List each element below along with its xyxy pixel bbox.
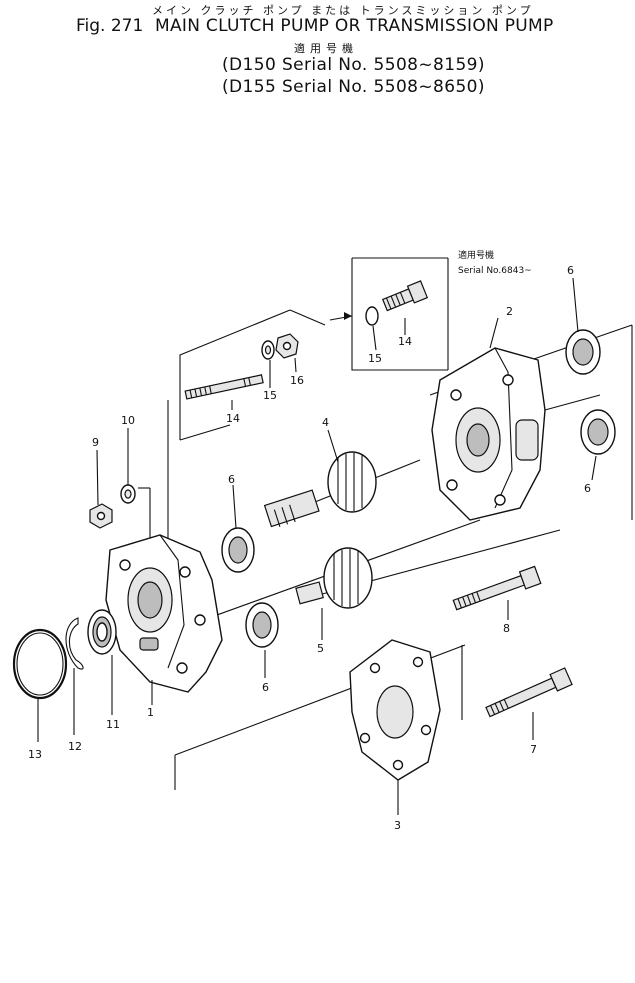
- needle-bearing-6d: [580, 409, 616, 455]
- callout-6b: 6: [262, 681, 269, 694]
- callout-4: 4: [322, 416, 329, 429]
- callout-6c: 6: [567, 264, 574, 277]
- callout-11: 11: [106, 718, 120, 731]
- callout-7: 7: [530, 743, 537, 756]
- bolt-8: [452, 565, 542, 611]
- bolt-7: [485, 667, 573, 718]
- callout-3: 3: [394, 819, 401, 832]
- callout-9: 9: [92, 436, 99, 449]
- inset-serial-note: Serial No.6843~: [458, 266, 532, 276]
- needle-bearing-6a: [221, 527, 255, 573]
- cover-plate-3: [349, 639, 441, 781]
- title-katakana: メイン クラッチ ポンプ または トランスミッション ポンプ: [152, 4, 534, 17]
- callout-14b: 14: [398, 335, 412, 348]
- serial-range-d155: (D155 Serial No. 5508~8650): [222, 77, 485, 97]
- o-ring-13: [12, 628, 68, 700]
- leader-lines: [37, 277, 597, 815]
- stud-bolt-14: [184, 374, 264, 400]
- figure-number: Fig. 271: [76, 16, 144, 36]
- serial-range-d150: (D150 Serial No. 5508~8159): [222, 55, 485, 75]
- callout-13: 13: [28, 748, 42, 761]
- callout-1: 1: [147, 706, 154, 719]
- callout-labels: 1 2 3 4 5 6 6 6 6 7 8 9 10 11 12 13 14 1…: [28, 264, 591, 832]
- callout-10: 10: [121, 414, 135, 427]
- callout-6a: 6: [228, 473, 235, 486]
- callout-8: 8: [503, 622, 510, 635]
- callout-16: 16: [290, 374, 304, 387]
- page-title: MAIN CLUTCH PUMP OR TRANSMISSION PUMP: [155, 16, 554, 36]
- bolt-14-inset: [381, 280, 429, 312]
- callout-14a: 14: [226, 412, 240, 425]
- applicable-models-label: 適用号機: [294, 42, 358, 55]
- callout-5: 5: [317, 642, 324, 655]
- inset-arrow-icon: [344, 312, 352, 320]
- callout-6d: 6: [584, 482, 591, 495]
- later-serial-inset: 適用号機 Serial No.6843~: [329, 249, 532, 371]
- front-cover-1: [105, 534, 223, 693]
- driven-gear-5: [295, 547, 373, 609]
- pump-body-2: [431, 347, 546, 521]
- needle-bearing-6c: [565, 329, 601, 375]
- snap-ring-12: [65, 617, 84, 670]
- drive-gear-4: [263, 451, 377, 528]
- stud-bracket-lines: [167, 309, 326, 545]
- inset-applicable-label: 適用号機: [458, 249, 494, 261]
- callout-2: 2: [506, 305, 513, 318]
- bearing-11: [87, 609, 117, 655]
- callout-15b: 15: [368, 352, 382, 365]
- callout-12: 12: [68, 740, 82, 753]
- lock-washer-15-inset: [365, 306, 379, 326]
- callout-15a: 15: [263, 389, 277, 402]
- needle-bearing-6b: [245, 602, 279, 648]
